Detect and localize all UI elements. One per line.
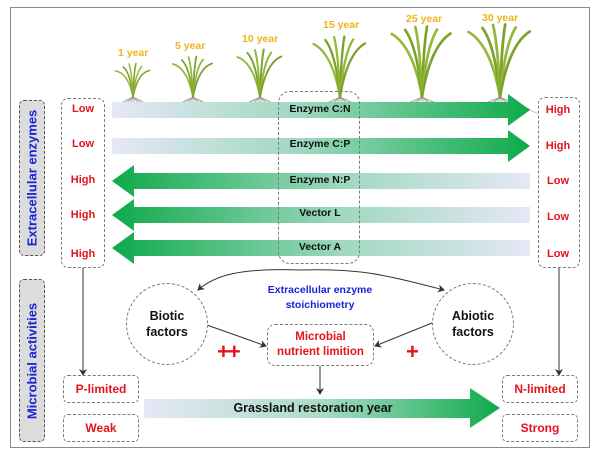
left-level-enzyme-np: High [70, 174, 96, 186]
year-label: 25 year [406, 13, 443, 25]
enzyme-arrow-enzyme-c-p [112, 130, 530, 162]
bar-label-enzyme-cn: Enzyme C:N [289, 103, 351, 115]
biotic-positive-effect: ++ [217, 339, 241, 364]
year-label: 5 year [175, 40, 206, 52]
right-level-vector-a: Low [547, 248, 569, 260]
abiotic-factors-circle: Abiotic factors [432, 283, 514, 365]
right-levels-box [538, 97, 580, 268]
abiotic-line2: factors [452, 325, 494, 339]
strong-box: Strong [502, 414, 578, 442]
biotic-line2: factors [146, 325, 188, 339]
enzyme-arrow-enzyme-c-n [112, 94, 530, 126]
stoichiometry-curve-arrow-left [197, 269, 301, 291]
plant-icon [385, 25, 459, 116]
plant-icon [462, 23, 538, 116]
section-label-extracellular-enzymes: Extracellular enzymes [19, 100, 45, 256]
stoichiometry-title: Extracellular enzyme stoichiometry [255, 283, 385, 312]
right-level-enzyme-np: Low [547, 175, 569, 187]
bar-label-vector-a: Vector A [298, 241, 342, 253]
enzyme-arrow-vector-l [112, 199, 530, 231]
enzyme-labels-box [278, 91, 360, 264]
enzyme-arrow-enzyme-n-p [112, 165, 530, 197]
diagram-frame [10, 7, 590, 448]
right-level-enzyme-cn: High [545, 104, 571, 116]
left-level-enzyme-cp: Low [72, 138, 94, 150]
right-level-vector-l: Low [547, 211, 569, 223]
limitation-line2: nutrient limition [277, 346, 364, 358]
microbial-nutrient-limitation-box: Microbial nutrient limition [267, 324, 374, 366]
stoichiometry-title-line2: stoichiometry [285, 298, 355, 311]
year-label: 10 year [242, 33, 279, 45]
timeline-arrow [144, 388, 500, 428]
year-label: 1 year [118, 47, 149, 59]
bar-label-enzyme-cp: Enzyme C:P [289, 138, 351, 150]
section-label-text: Microbial activities [24, 302, 40, 419]
enzyme-arrow-vector-a [112, 232, 530, 264]
biotic-factors-circle: Biotic factors [126, 283, 208, 365]
weak-box: Weak [63, 414, 139, 442]
stoichiometry-title-line1: Extracellular enzyme [267, 284, 373, 296]
year-label: 15 year [323, 19, 360, 31]
abiotic-positive-effect: + [406, 339, 419, 364]
bar-label-vector-l: Vector L [299, 207, 341, 219]
left-levels-box [61, 98, 105, 268]
biotic-to-limitation-arrow [206, 324, 267, 348]
n-limited-box: N-limited [502, 375, 578, 403]
abiotic-line1: Abiotic [451, 308, 495, 323]
left-level-enzyme-cn: Low [72, 103, 94, 115]
limitation-line1: Microbial [295, 331, 346, 344]
biotic-line1: Biotic [149, 308, 185, 323]
section-label-microbial-activities: Microbial activities [19, 279, 45, 442]
abiotic-to-limitation-arrow [374, 322, 433, 348]
stoichiometry-curve-arrow-right [299, 269, 445, 293]
p-limited-box: P-limited [63, 375, 139, 403]
right-level-enzyme-cp: High [545, 140, 571, 152]
bar-label-enzyme-np: Enzyme N:P [289, 174, 351, 186]
timeline-label: Grassland restoration year [233, 401, 393, 415]
left-level-vector-a: High [70, 248, 96, 260]
left-level-vector-l: High [70, 209, 96, 221]
year-label: 30 year [482, 12, 519, 24]
section-label-text: Extracellular enzymes [24, 109, 40, 247]
